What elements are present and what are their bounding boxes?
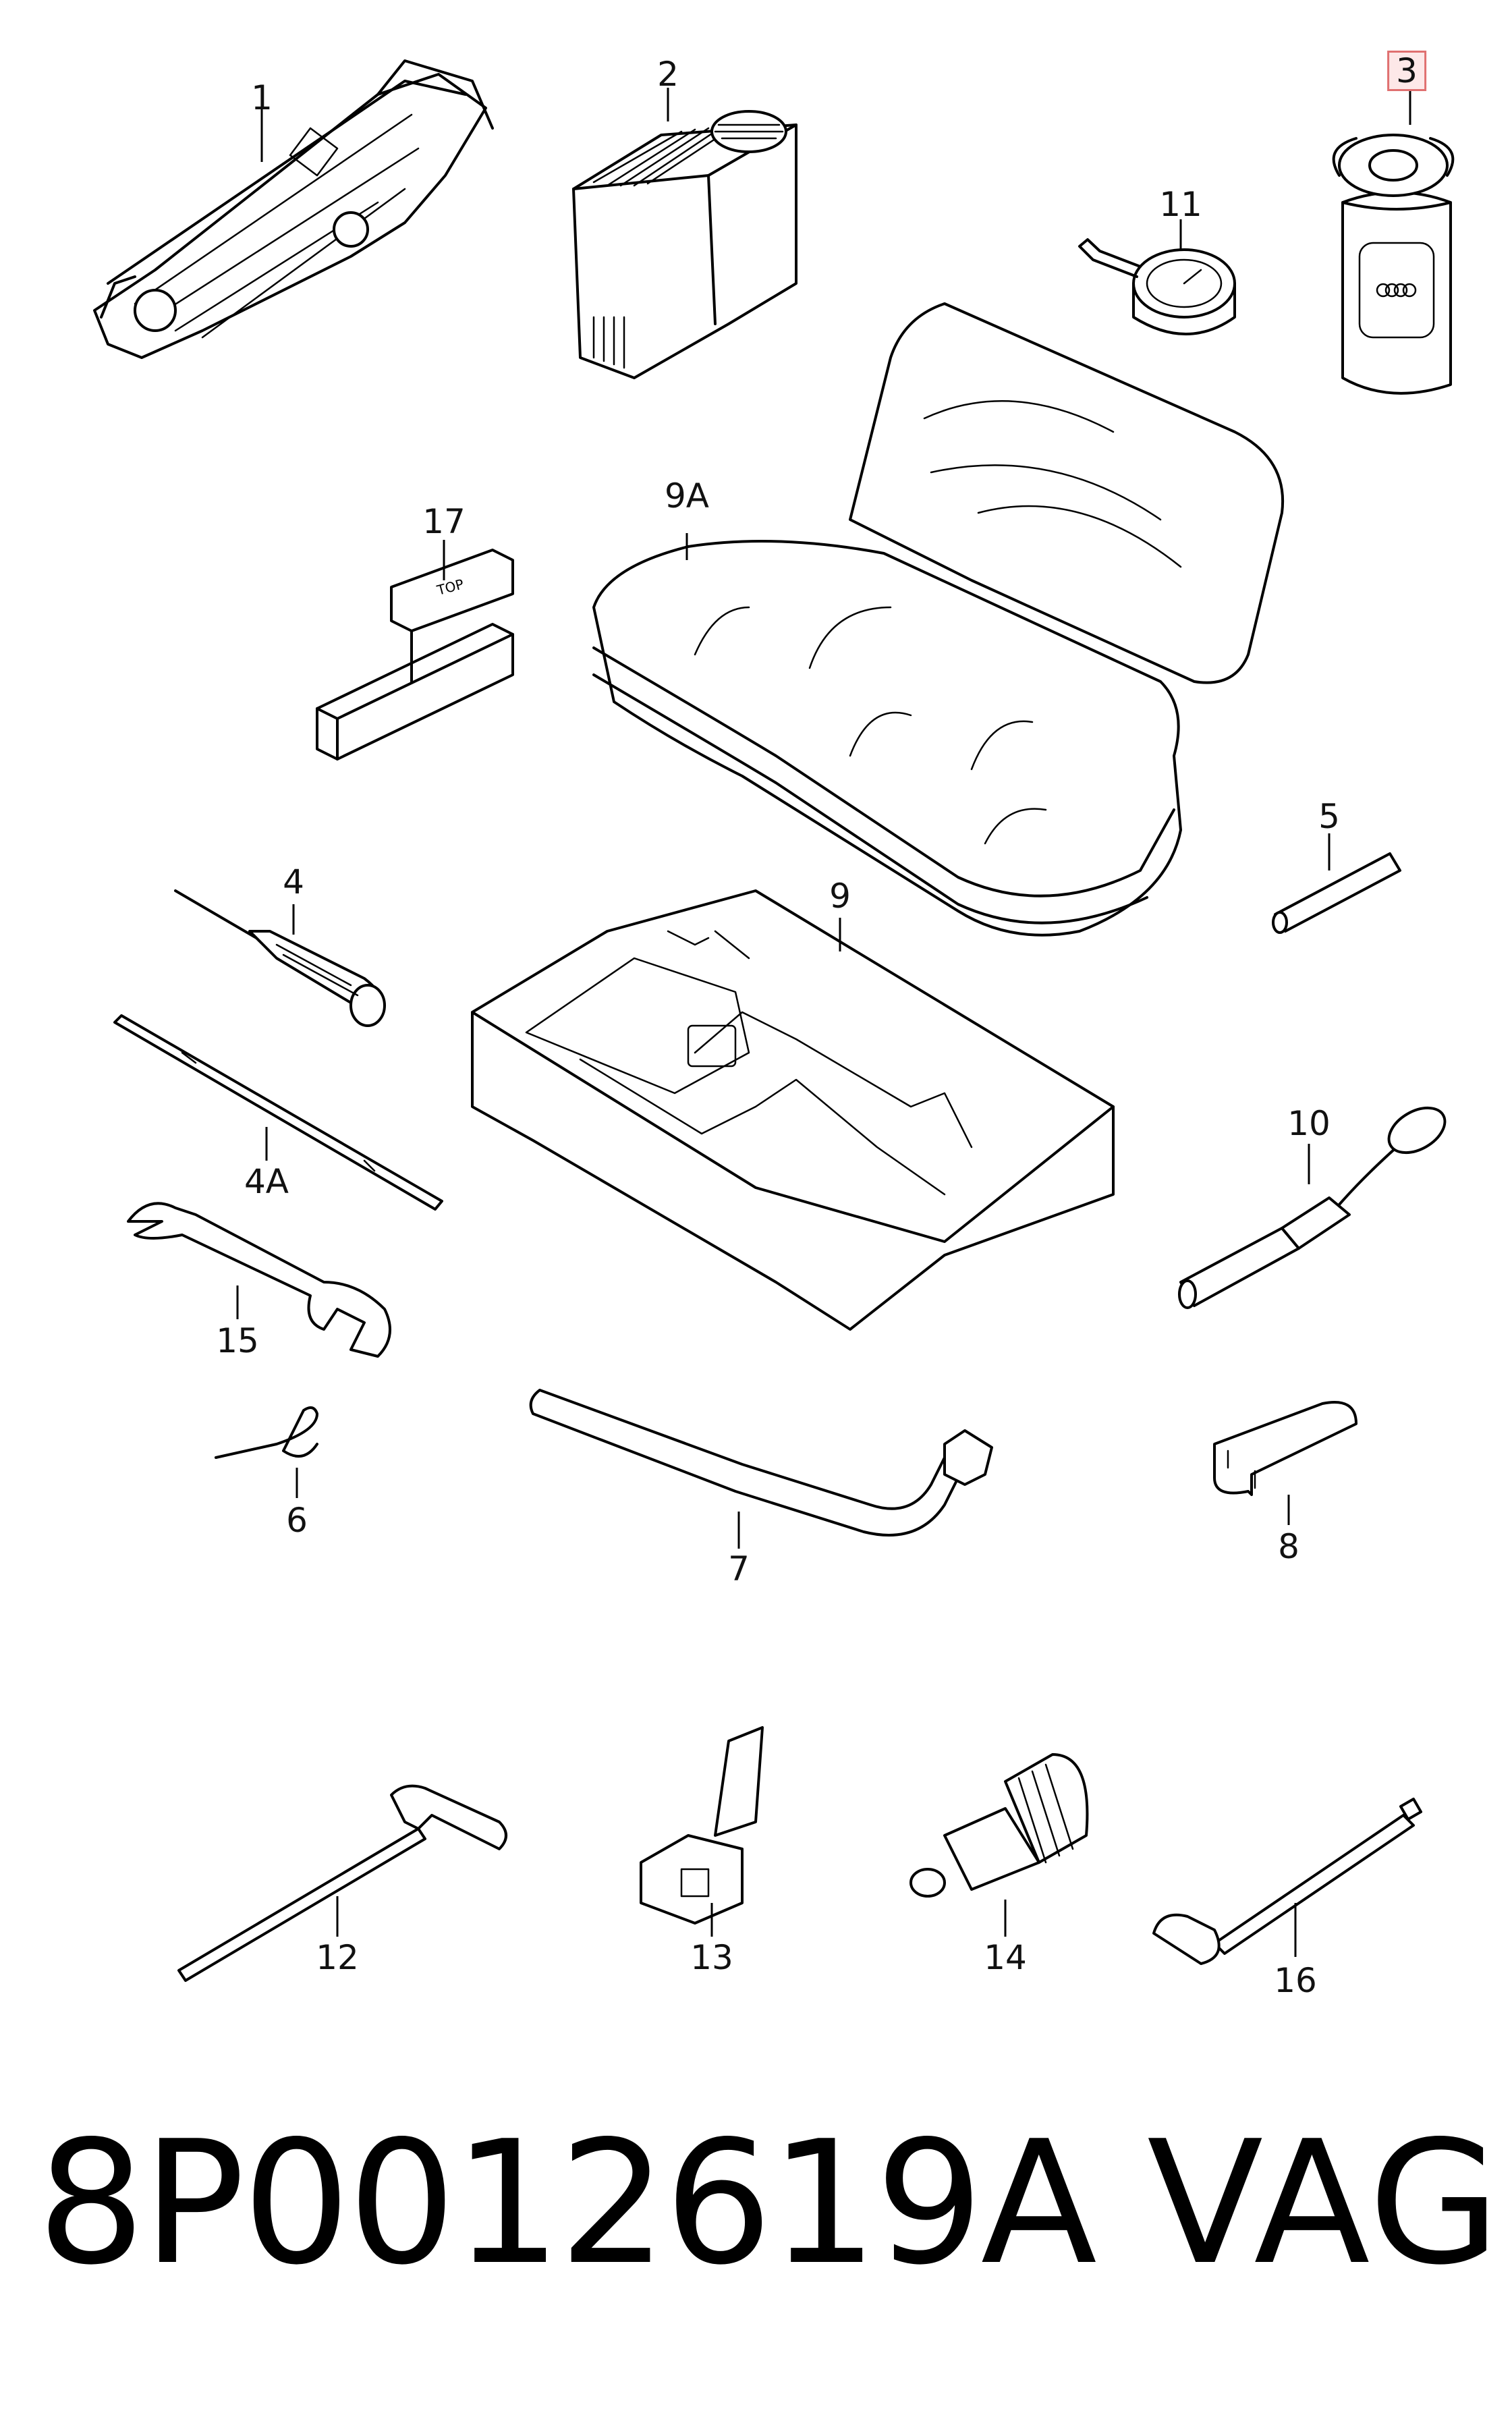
part-number-caption: 8P0012619A xyxy=(37,2105,1097,2302)
part-label-8[interactable]: 8 xyxy=(1278,1527,1299,1566)
part-13-adapter-drawing xyxy=(640,1726,764,1925)
part-11-gauge-drawing xyxy=(1078,238,1236,335)
part-label-1[interactable]: 1 xyxy=(251,78,273,117)
part-1-jack-drawing xyxy=(93,59,494,359)
part-9-foam-tray-drawing xyxy=(471,889,1115,1331)
part-4-screwdriver-drawing xyxy=(174,889,386,1027)
part-label-11[interactable]: 11 xyxy=(1159,185,1202,224)
part-label-4[interactable]: 4 xyxy=(283,862,304,902)
part-label-9[interactable]: 9 xyxy=(829,877,851,916)
part-label-9A[interactable]: 9A xyxy=(664,476,710,516)
part-5-pin-drawing xyxy=(1272,852,1401,934)
four-rings-logo xyxy=(1376,283,1417,298)
part-label-5[interactable]: 5 xyxy=(1318,797,1340,836)
part-label-6[interactable]: 6 xyxy=(286,1501,308,1540)
part-label-2[interactable]: 2 xyxy=(657,55,679,94)
part-2-box-drawing xyxy=(572,110,797,379)
part-label-12[interactable]: 12 xyxy=(316,1938,359,1977)
part-label-3-highlighted[interactable]: 3 xyxy=(1387,51,1426,91)
part-6-clip-drawing xyxy=(215,1406,318,1459)
part-12-hex-key-drawing xyxy=(177,1784,507,1982)
part-14-bolt-drawing xyxy=(909,1753,1089,1898)
part-label-7[interactable]: 7 xyxy=(728,1549,750,1588)
part-label-15[interactable]: 15 xyxy=(216,1321,259,1360)
brand-caption: VAG xyxy=(1147,2105,1502,2302)
part-10-towing-eye-drawing xyxy=(1178,1106,1447,1309)
part-7-wheel-brace-drawing xyxy=(529,1389,993,1537)
part-label-14[interactable]: 14 xyxy=(984,1938,1027,1977)
part-8-clip-drawing xyxy=(1213,1401,1357,1496)
part-label-16[interactable]: 16 xyxy=(1274,1961,1317,2000)
part-17-adapter-drawing: TOP xyxy=(316,549,514,760)
part-15-wrench-drawing xyxy=(127,1202,391,1358)
part-label-10[interactable]: 10 xyxy=(1287,1104,1331,1143)
part-label-17[interactable]: 17 xyxy=(422,502,466,541)
part-4A-rod-drawing xyxy=(113,1014,443,1211)
part-label-13[interactable]: 13 xyxy=(690,1938,733,1977)
part-16-rod-plate-drawing xyxy=(1152,1797,1423,1965)
part-9A-tool-bag-drawing xyxy=(592,302,1285,937)
part-label-4A[interactable]: 4A xyxy=(244,1162,289,1201)
part-3-bottle-drawing xyxy=(1332,134,1455,395)
